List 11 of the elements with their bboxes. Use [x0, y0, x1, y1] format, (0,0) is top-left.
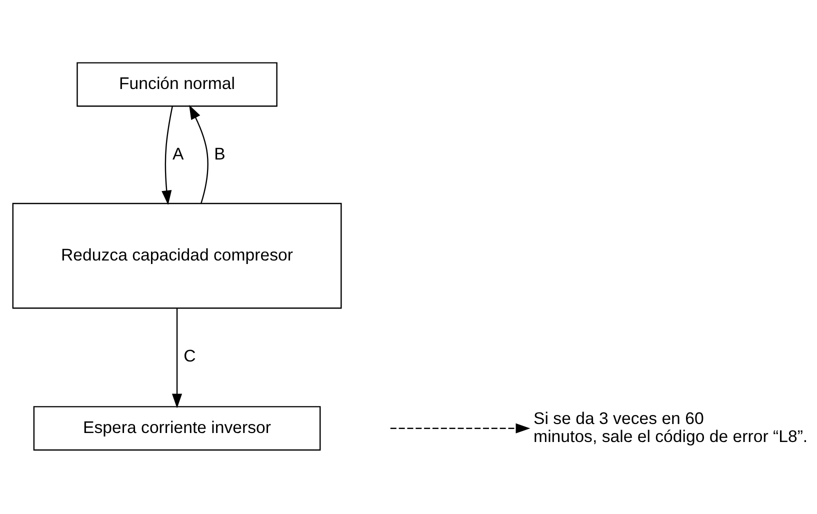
edge-label: B — [214, 144, 226, 164]
arrow — [390, 423, 530, 434]
node-text: Si se da 3 veces en 60 minutos, sale el código de error “L8”. — [534, 408, 808, 446]
arrow — [189, 104, 208, 204]
edge-label: C — [184, 346, 196, 366]
arrow — [162, 106, 173, 205]
node-box: Reduzca capacidad compresor — [12, 202, 342, 309]
edge-label: A — [172, 144, 183, 164]
node-box: Función normal — [76, 62, 278, 107]
node-box: Espera corriente inversor — [33, 406, 321, 451]
arrow — [172, 308, 182, 408]
